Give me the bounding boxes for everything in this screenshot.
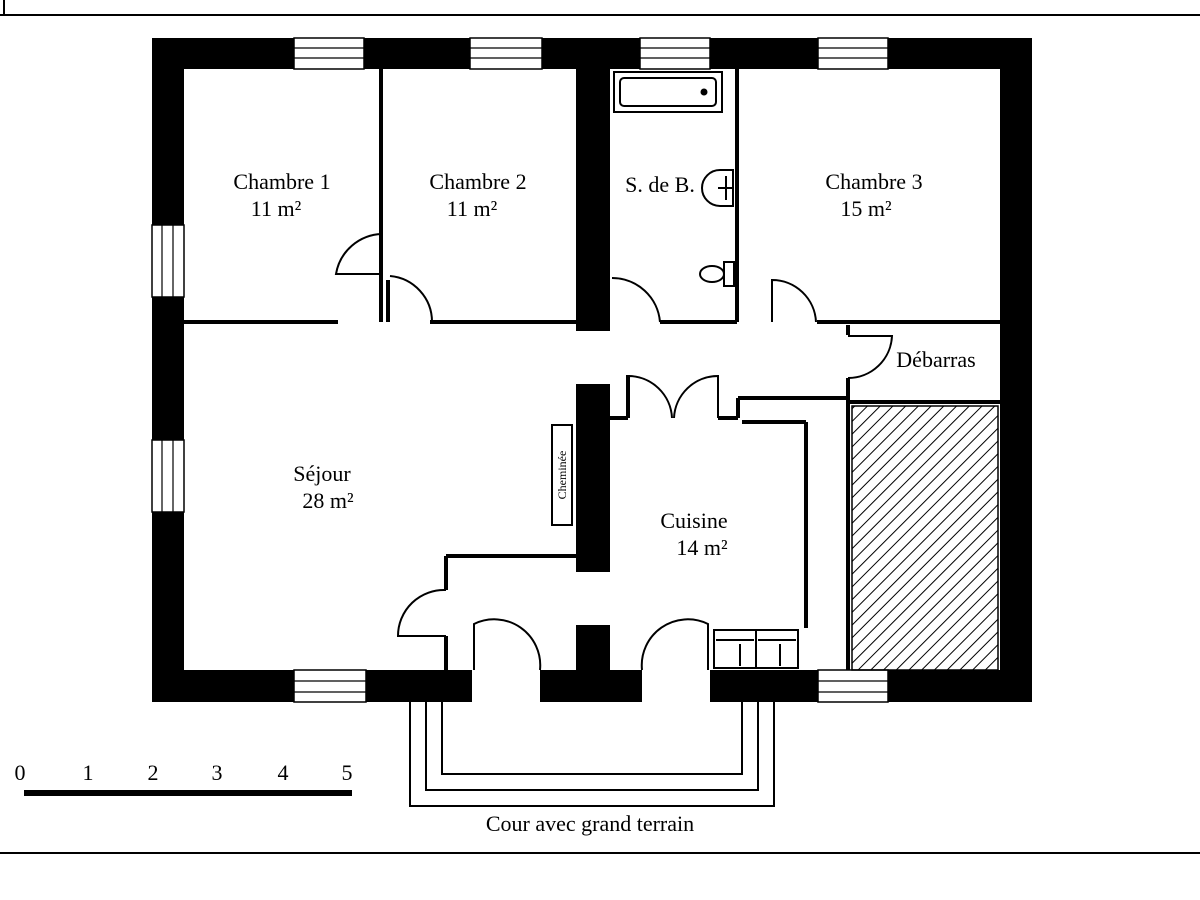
hatched-area <box>851 405 999 671</box>
scale-tick-1: 1 <box>83 760 94 785</box>
toilet <box>699 261 735 287</box>
chambre1-name: Chambre 1 <box>233 169 330 194</box>
sdb-name: S. de B. <box>625 172 695 197</box>
scale-tick-4: 4 <box>278 760 289 785</box>
closet-label: Cheminée <box>555 451 569 500</box>
courtyard-caption: Cour avec grand terrain <box>486 811 694 836</box>
room-labels: Chambre 1 11 m² Chambre 2 11 m² S. de B.… <box>233 169 975 560</box>
scale-tick-0: 0 <box>15 760 26 785</box>
closet: Cheminée <box>551 424 573 526</box>
debarras-name: Débarras <box>896 347 975 372</box>
stove <box>713 629 799 669</box>
chambre2-area: 11 m² <box>447 196 498 221</box>
chambre3-area: 15 m² <box>840 196 892 221</box>
chambre3-name: Chambre 3 <box>825 169 922 194</box>
page-frame <box>0 0 1200 854</box>
windows <box>151 37 889 703</box>
cuisine-name: Cuisine <box>660 508 727 533</box>
entrance-openings <box>472 670 710 702</box>
courtyard-steps <box>409 702 775 807</box>
window-panes <box>161 47 888 693</box>
sink <box>701 169 734 207</box>
sejour-area: 28 m² <box>302 488 354 513</box>
scale-tick-3: 3 <box>212 760 223 785</box>
chambre1-area: 11 m² <box>251 196 302 221</box>
sejour-name: Séjour <box>293 461 351 486</box>
door-swings <box>334 233 894 671</box>
chambre2-name: Chambre 2 <box>429 169 526 194</box>
scale-tick-5: 5 <box>342 760 353 785</box>
scale-bar: 0 1 2 3 4 5 <box>15 760 353 796</box>
bathtub <box>613 71 723 113</box>
thin-walls <box>184 69 1000 670</box>
interior-walls <box>576 69 610 670</box>
cuisine-area: 14 m² <box>676 535 728 560</box>
scale-tick-2: 2 <box>148 760 159 785</box>
